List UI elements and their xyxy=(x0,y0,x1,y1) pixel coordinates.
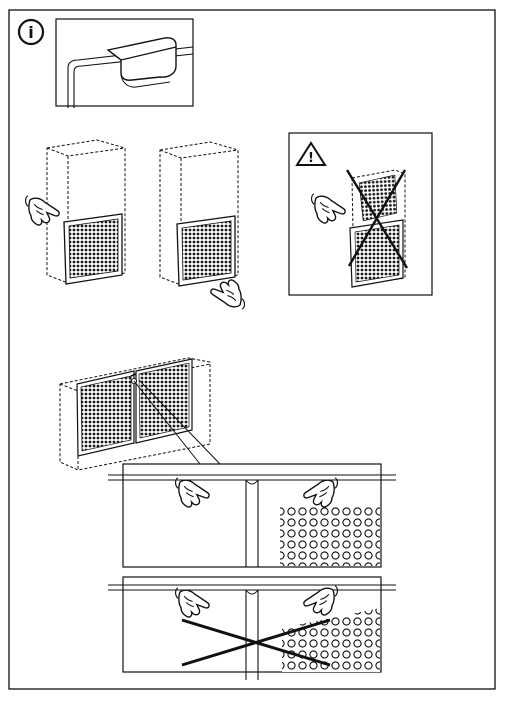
hand-pointer-icon xyxy=(210,279,246,310)
callout-line xyxy=(133,380,201,465)
page-border xyxy=(8,9,496,690)
wide-cabinet xyxy=(59,357,211,471)
svg-text:!: ! xyxy=(308,151,314,166)
info-icon: i xyxy=(17,18,45,46)
callout-line xyxy=(138,379,221,465)
filter-mesh xyxy=(280,506,380,566)
detail-correct xyxy=(108,463,396,568)
detail-incorrect xyxy=(108,576,396,680)
warning-panel: ! xyxy=(288,132,433,296)
info-detail-panel xyxy=(55,18,194,108)
cabinet-step-2 xyxy=(159,141,239,287)
filter-handle xyxy=(106,37,177,88)
filter-mesh xyxy=(282,608,380,672)
warning-icon: ! xyxy=(295,141,327,166)
svg-text:i: i xyxy=(28,23,33,42)
x-cross-icon xyxy=(345,169,409,269)
hand-pointer-icon xyxy=(24,195,60,226)
x-cross-icon xyxy=(181,618,331,667)
cabinet-step-1 xyxy=(46,139,126,285)
